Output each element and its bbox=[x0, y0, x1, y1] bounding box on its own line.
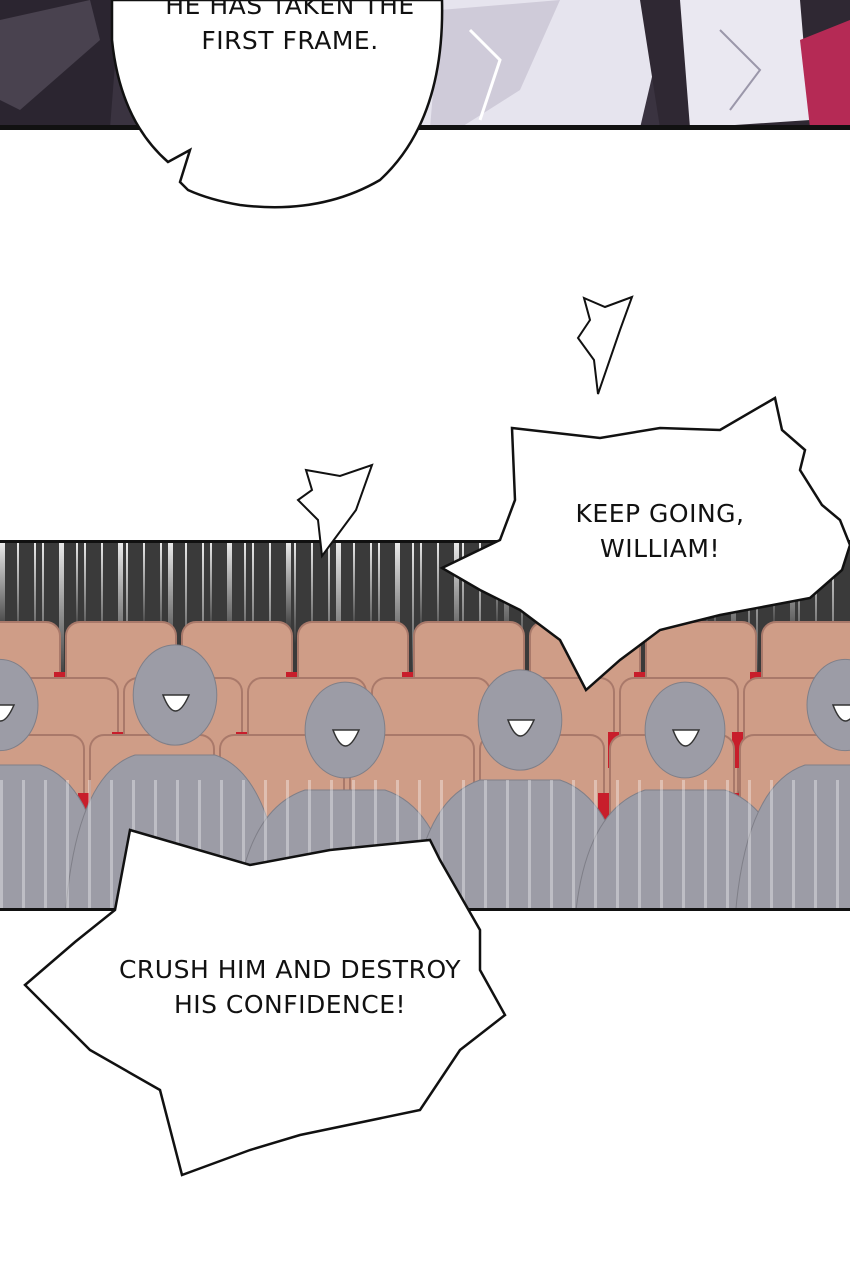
bubble-bottom-line-2: HIS CONFIDENCE! bbox=[173, 990, 407, 1019]
crowd-streak bbox=[352, 780, 355, 910]
audience-mouth bbox=[506, 719, 536, 737]
bubble-right-text: KEEP GOING, WILLIAM! bbox=[520, 496, 800, 566]
crowd-streak bbox=[242, 780, 245, 910]
bubble-top-line-1: HE HAS TAKEN THE bbox=[165, 0, 415, 20]
speed-line bbox=[462, 542, 464, 668]
crowd-streak bbox=[110, 780, 113, 910]
shock-mark-lower bbox=[296, 463, 374, 559]
bubble-bottom-shape bbox=[23, 828, 507, 1177]
speed-line bbox=[756, 542, 758, 680]
speed-line bbox=[252, 542, 254, 668]
speed-line bbox=[328, 542, 330, 668]
bubble-bottom-text: CRUSH HIM AND DESTROY HIS CONFIDENCE! bbox=[60, 952, 520, 1022]
speed-line bbox=[227, 542, 232, 644]
audience-mouth bbox=[331, 729, 361, 747]
speed-line bbox=[336, 542, 341, 680]
speed-line bbox=[269, 542, 271, 680]
speed-line bbox=[832, 542, 834, 680]
speed-line bbox=[370, 542, 372, 644]
crowd-streak bbox=[792, 780, 795, 910]
bubble-top-text: HE HAS TAKEN THE FIRST FRAME. bbox=[130, 0, 450, 58]
speed-line bbox=[454, 542, 459, 656]
audience-head bbox=[0, 658, 39, 752]
speed-line bbox=[126, 542, 128, 680]
crowd-streak bbox=[638, 780, 641, 910]
crowd-streak bbox=[440, 780, 443, 910]
speed-line bbox=[0, 542, 5, 632]
crowd-streak bbox=[330, 780, 333, 910]
speed-line bbox=[437, 542, 439, 644]
crowd-streak bbox=[484, 780, 487, 910]
crowd-streak bbox=[682, 780, 685, 910]
speed-line bbox=[202, 542, 204, 680]
crowd-streak bbox=[814, 780, 817, 910]
crowd-streak bbox=[198, 780, 201, 910]
crowd-streak bbox=[462, 780, 465, 910]
speed-line bbox=[101, 542, 103, 656]
crowd-streak bbox=[44, 780, 47, 910]
speed-line bbox=[479, 542, 481, 680]
speed-line bbox=[210, 542, 212, 632]
speed-line bbox=[42, 542, 44, 668]
crowd-streak bbox=[704, 780, 707, 910]
crowd-streak bbox=[506, 780, 509, 910]
crowd-streak bbox=[264, 780, 267, 910]
bubble-right-line-1: KEEP GOING, bbox=[575, 499, 745, 528]
speed-line bbox=[59, 542, 64, 680]
audience-mouth bbox=[671, 729, 701, 747]
audience-member bbox=[410, 669, 630, 910]
audience-mouth bbox=[831, 704, 850, 722]
crowd-streak bbox=[286, 780, 289, 910]
speed-line bbox=[185, 542, 187, 668]
speed-line bbox=[412, 542, 414, 680]
crowd-streak bbox=[66, 780, 69, 910]
crowd-streak bbox=[726, 780, 729, 910]
speed-line bbox=[143, 542, 145, 632]
audience-body bbox=[735, 764, 850, 910]
bubble-top-line-2: FIRST FRAME. bbox=[201, 26, 379, 55]
speed-line bbox=[244, 542, 246, 656]
crowd-streak bbox=[572, 780, 575, 910]
crowd-streak bbox=[770, 780, 773, 910]
bubble-right-line-2: WILLIAM! bbox=[599, 534, 720, 563]
crowd-streak bbox=[748, 780, 751, 910]
audience-head bbox=[806, 658, 850, 752]
crowd-streak bbox=[550, 780, 553, 910]
crowd-streak bbox=[616, 780, 619, 910]
speed-line bbox=[17, 542, 19, 644]
crowd-streak bbox=[220, 780, 223, 910]
speed-line bbox=[84, 542, 86, 644]
crowd-streak bbox=[88, 780, 91, 910]
crowd-streak bbox=[594, 780, 597, 910]
speed-line bbox=[168, 542, 173, 656]
crowd-streak bbox=[0, 780, 3, 910]
speed-line bbox=[76, 542, 78, 632]
bubble-bottom-line-1: CRUSH HIM AND DESTROY bbox=[118, 955, 462, 984]
crowd-streak bbox=[308, 780, 311, 910]
speed-line bbox=[160, 542, 162, 644]
audience-member bbox=[735, 658, 850, 910]
audience-mouth bbox=[161, 694, 191, 712]
speed-line bbox=[420, 542, 422, 632]
speed-line bbox=[395, 542, 400, 668]
crowd-streak bbox=[660, 780, 663, 910]
speed-line bbox=[118, 542, 123, 668]
crowd-streak bbox=[22, 780, 25, 910]
shock-mark-upper bbox=[576, 295, 634, 395]
speed-line bbox=[815, 542, 817, 668]
speed-line bbox=[286, 542, 291, 632]
speed-line bbox=[378, 542, 380, 656]
bubble-right-shape bbox=[439, 396, 850, 692]
speed-line bbox=[294, 542, 296, 644]
bubble-top-shape bbox=[110, 0, 444, 209]
crowd-streak bbox=[528, 780, 531, 910]
speed-line bbox=[353, 542, 355, 632]
audience-mouth bbox=[0, 704, 16, 722]
speed-line bbox=[311, 542, 313, 656]
speed-line bbox=[34, 542, 36, 656]
crowd-streak bbox=[836, 780, 839, 910]
